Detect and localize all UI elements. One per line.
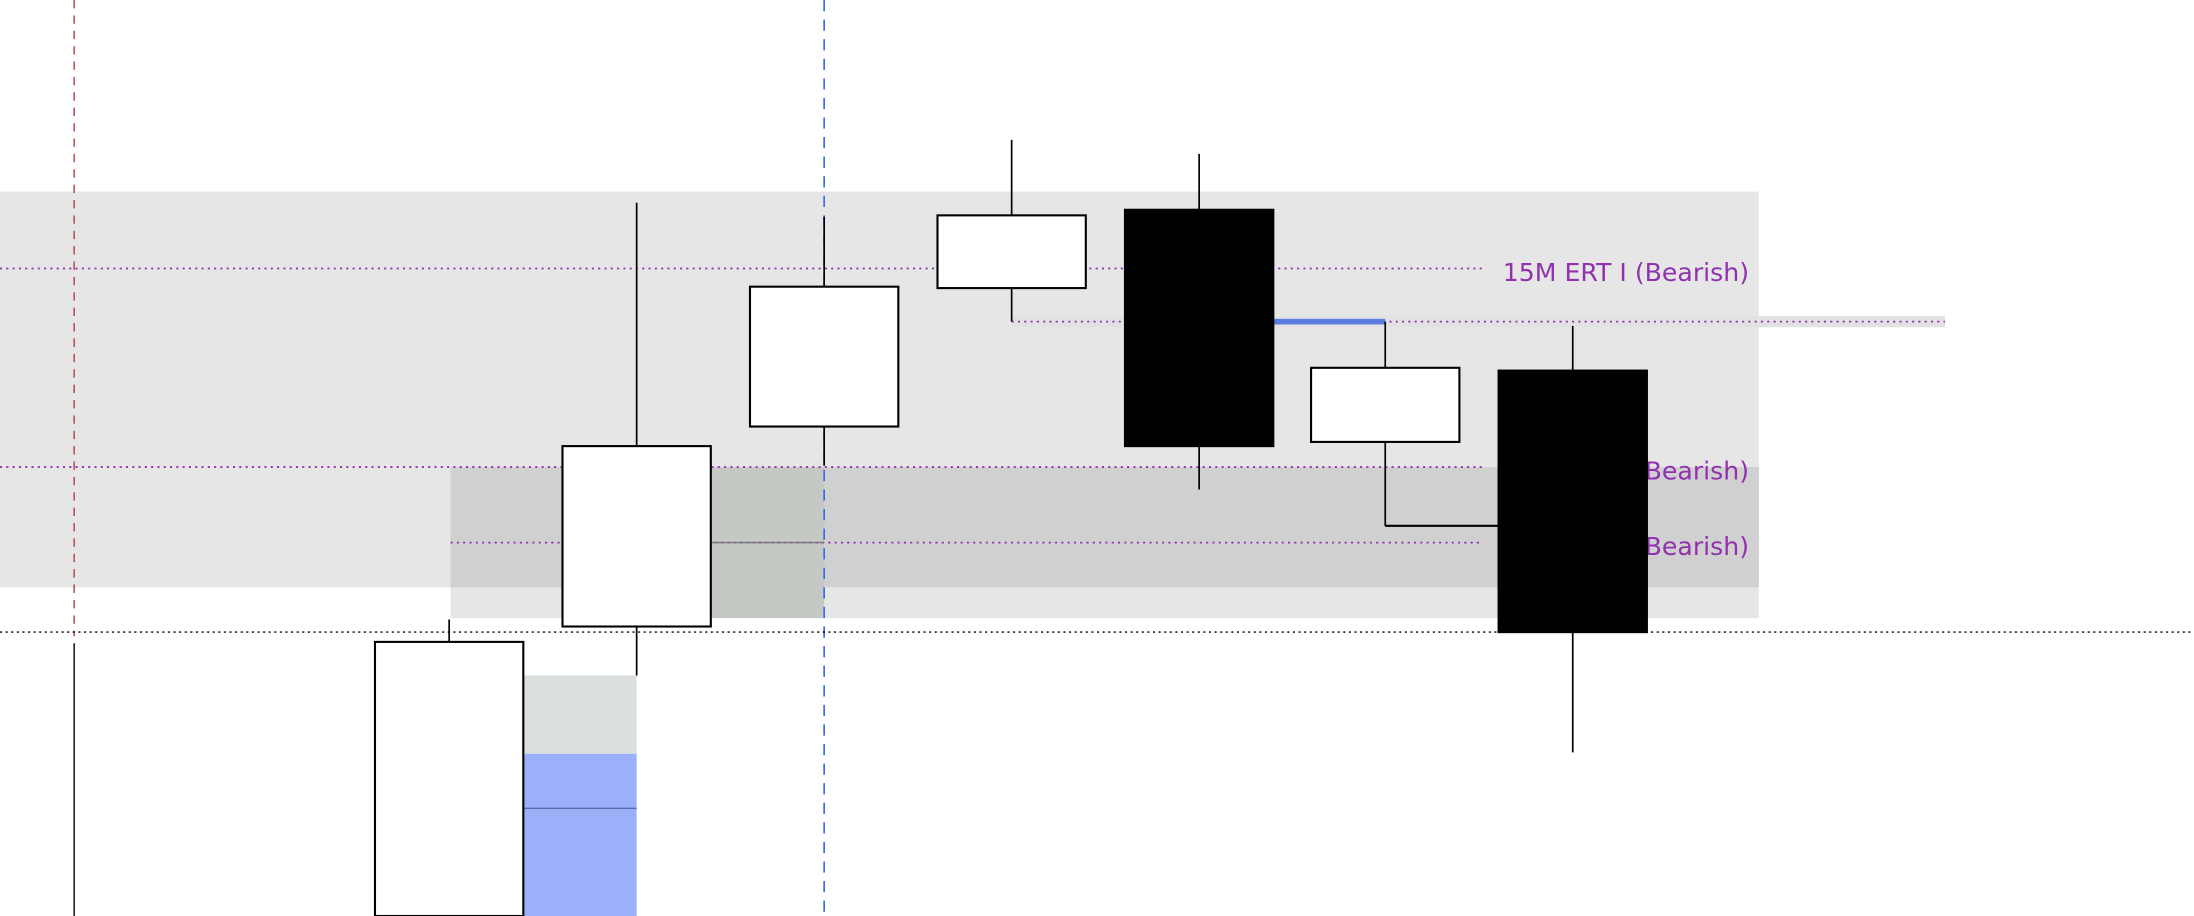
level-label-2: (Bearish) <box>1635 457 1749 486</box>
bullish-candle[interactable] <box>936 214 1087 290</box>
bearish-candle[interactable] <box>1497 369 1648 634</box>
level-label-3: (Bearish) <box>1635 532 1749 561</box>
bullish-candle[interactable] <box>1310 366 1461 443</box>
fvg-blue <box>523 753 637 916</box>
bullish-candle[interactable] <box>748 285 900 428</box>
bullish-candle[interactable] <box>561 445 712 628</box>
level-label-1: 15M ERT I (Bearish) <box>1503 258 1749 287</box>
highlight-segment <box>1273 318 1386 325</box>
fvg-gray <box>523 675 637 754</box>
bullish-candle[interactable] <box>373 640 525 916</box>
bearish-candle[interactable] <box>1123 208 1275 448</box>
